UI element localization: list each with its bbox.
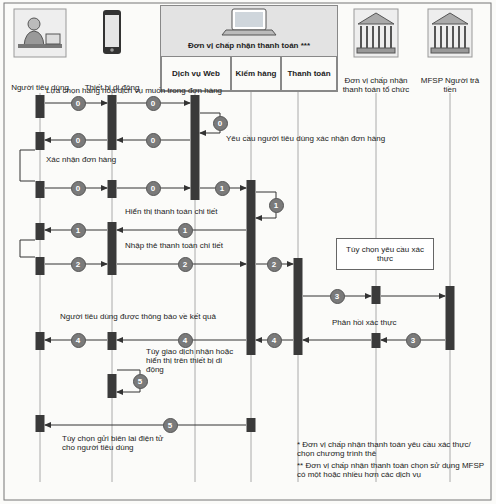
- lifelines: [40, 92, 450, 482]
- activation-bar: [108, 95, 117, 150]
- note-box: Tùy chọn yêu cầu xác thực: [336, 238, 434, 270]
- merchant-cell: Dịch vụ Web: [161, 56, 231, 91]
- phone-button: [110, 48, 114, 52]
- activation-bar: [372, 333, 381, 348]
- callout-number: 0: [213, 116, 228, 131]
- callout-number: 1: [215, 181, 230, 196]
- screen: [46, 34, 60, 44]
- annotation-text: Tùy giao dịch nhận hoặc hiển thị trên th…: [146, 347, 236, 374]
- activation-bar: [446, 286, 455, 350]
- callout-number: 0: [146, 133, 161, 148]
- callout-number: 1: [71, 223, 86, 238]
- callout-number: 5: [133, 374, 148, 389]
- callout-number: 4: [267, 333, 282, 348]
- activation-bar: [247, 418, 256, 432]
- icon-frame: [354, 9, 398, 57]
- activation-bar: [36, 257, 45, 275]
- annotation-text: Phản hồi xác thực: [332, 318, 427, 327]
- actor-header: MFSP Người trả tiền: [415, 8, 485, 94]
- bank-columns: [435, 26, 465, 48]
- callout-number: 1: [178, 223, 193, 238]
- activation-bar: [108, 374, 117, 398]
- callout-number: 0: [71, 181, 86, 196]
- lifeline: [112, 93, 113, 482]
- activation-bar: [36, 181, 45, 198]
- person-head: [28, 18, 40, 30]
- activation-bar: [36, 415, 45, 432]
- bank-base: [431, 48, 469, 53]
- phone-body: [103, 10, 121, 54]
- callout-number: 0: [146, 96, 161, 111]
- activation-bar: [36, 223, 45, 240]
- callout-number: 0: [71, 96, 86, 111]
- actor-header: Đơn vị chấp nhận thanh toán tổ chức: [341, 8, 411, 94]
- activation-bar: [36, 332, 45, 350]
- activation-bar: [36, 95, 45, 118]
- outer-frame: [4, 3, 491, 500]
- message-arrow: [381, 296, 445, 297]
- activation-bar: [108, 180, 117, 198]
- callout-number: 0: [71, 133, 86, 148]
- annotation-text: Nhập thẻ thanh toán chi tiết: [125, 241, 245, 250]
- node-text: Đơn vị chấp nhận thanh toán ***: [161, 41, 337, 50]
- bank-roof: [432, 13, 468, 24]
- laptop-base: [222, 30, 276, 35]
- message-arrow: [45, 425, 246, 426]
- callout-number: 0: [146, 181, 161, 196]
- annotation-text: Người tiêu dùng được thông báo về kết qu…: [60, 312, 260, 321]
- node-text: Kiểm hàng: [236, 69, 277, 78]
- icon-frame: [428, 9, 472, 57]
- annotation-text: Hiển thị thanh toán chi tiết: [125, 207, 245, 216]
- callout-number: 5: [163, 418, 178, 433]
- messages: [20, 103, 445, 425]
- activation-bar: [108, 332, 117, 350]
- node-text: Tùy chọn yêu cầu xác thực: [343, 245, 427, 263]
- callout-number: 1: [269, 198, 284, 213]
- phone-screen: [105, 15, 119, 47]
- annotation-text: Xác nhận đơn hàng: [46, 155, 166, 164]
- header-fill: [160, 5, 338, 56]
- activation-bar: [191, 95, 200, 200]
- activation-bar: [108, 222, 117, 275]
- annotation-text: Tùy chọn gửi biên lai điện tử cho người …: [62, 434, 177, 452]
- merchant-cell: Kiểm hàng: [231, 56, 281, 91]
- laptop-display: [235, 12, 263, 27]
- callout-number: 4: [178, 333, 193, 348]
- actor-header: Người tiêu dùng: [10, 8, 70, 92]
- callout-number: 2: [267, 257, 282, 272]
- merchant-group: Đơn vị chấp nhận thanh toán *** Dịch vụ W…: [160, 5, 338, 92]
- callout-number: 3: [330, 289, 345, 304]
- node-text: MFSP Người trả tiền: [415, 76, 485, 94]
- activation-bar: [372, 286, 381, 304]
- activation-bar: [247, 180, 256, 355]
- callout-number: 4: [71, 333, 86, 348]
- node-text: Thanh toán: [287, 69, 330, 78]
- flow-bracket: [20, 150, 35, 181]
- annotation-text: Lựa chọn hàng hóa/dịch vụ muốn trong đơn…: [46, 86, 286, 95]
- person-body: [24, 31, 44, 46]
- flow-bracket: [20, 240, 35, 257]
- bank-columns: [361, 26, 391, 48]
- activation-bars: [36, 95, 455, 432]
- actor-header: Thiết bị di động: [82, 8, 142, 92]
- node-text: Đơn vị chấp nhận thanh toán tổ chức: [341, 76, 411, 94]
- laptop-screen: [232, 9, 266, 30]
- node-text: Dịch vụ Web: [172, 69, 220, 78]
- callout-number: 3: [406, 333, 421, 348]
- bank-roof: [358, 13, 394, 24]
- desk: [18, 44, 62, 48]
- activation-bar: [36, 132, 45, 150]
- callout-number: 2: [178, 257, 193, 272]
- annotation-text: * Đơn vị chấp nhận thanh toán yêu cầu xá…: [297, 440, 487, 458]
- message-arrow: [303, 340, 371, 341]
- merchant-cell: Thanh toán: [281, 56, 337, 91]
- callout-number: 2: [71, 257, 86, 272]
- annotation-text: ** Đơn vị chấp nhận thanh toán chọn sử d…: [297, 461, 487, 479]
- icon-frame: [14, 9, 66, 57]
- activation-bar: [294, 258, 303, 355]
- bank-base: [357, 48, 395, 53]
- annotation-text: Yêu cầu người tiêu dùng xác nhận đơn hàn…: [226, 134, 426, 143]
